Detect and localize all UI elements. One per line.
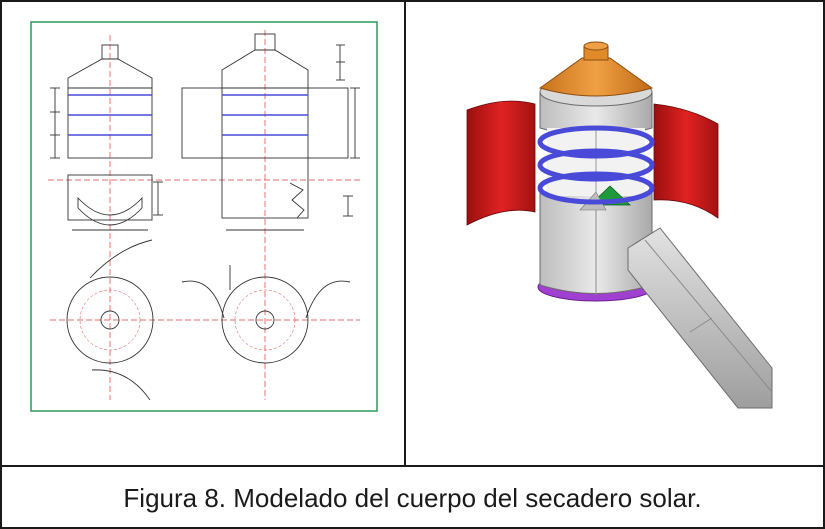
3d-model-render-image — [466, 41, 773, 409]
technical-drawing-image — [30, 21, 378, 412]
roof-cap — [538, 57, 654, 97]
left-elevation-view — [50, 44, 163, 231]
center-lines — [48, 30, 362, 400]
left-view-rings — [68, 94, 152, 136]
right-view-rings — [222, 94, 308, 136]
left-solar-shield — [466, 100, 536, 226]
right-solar-shield — [653, 103, 719, 219]
plan-views — [66, 239, 351, 401]
tray-rings — [537, 125, 655, 205]
drawing-frame — [30, 21, 378, 412]
right-elevation-view — [181, 33, 360, 231]
figure-caption: Figura 8. Modelado del cuerpo del secade… — [123, 482, 702, 513]
air-duct — [627, 227, 773, 409]
